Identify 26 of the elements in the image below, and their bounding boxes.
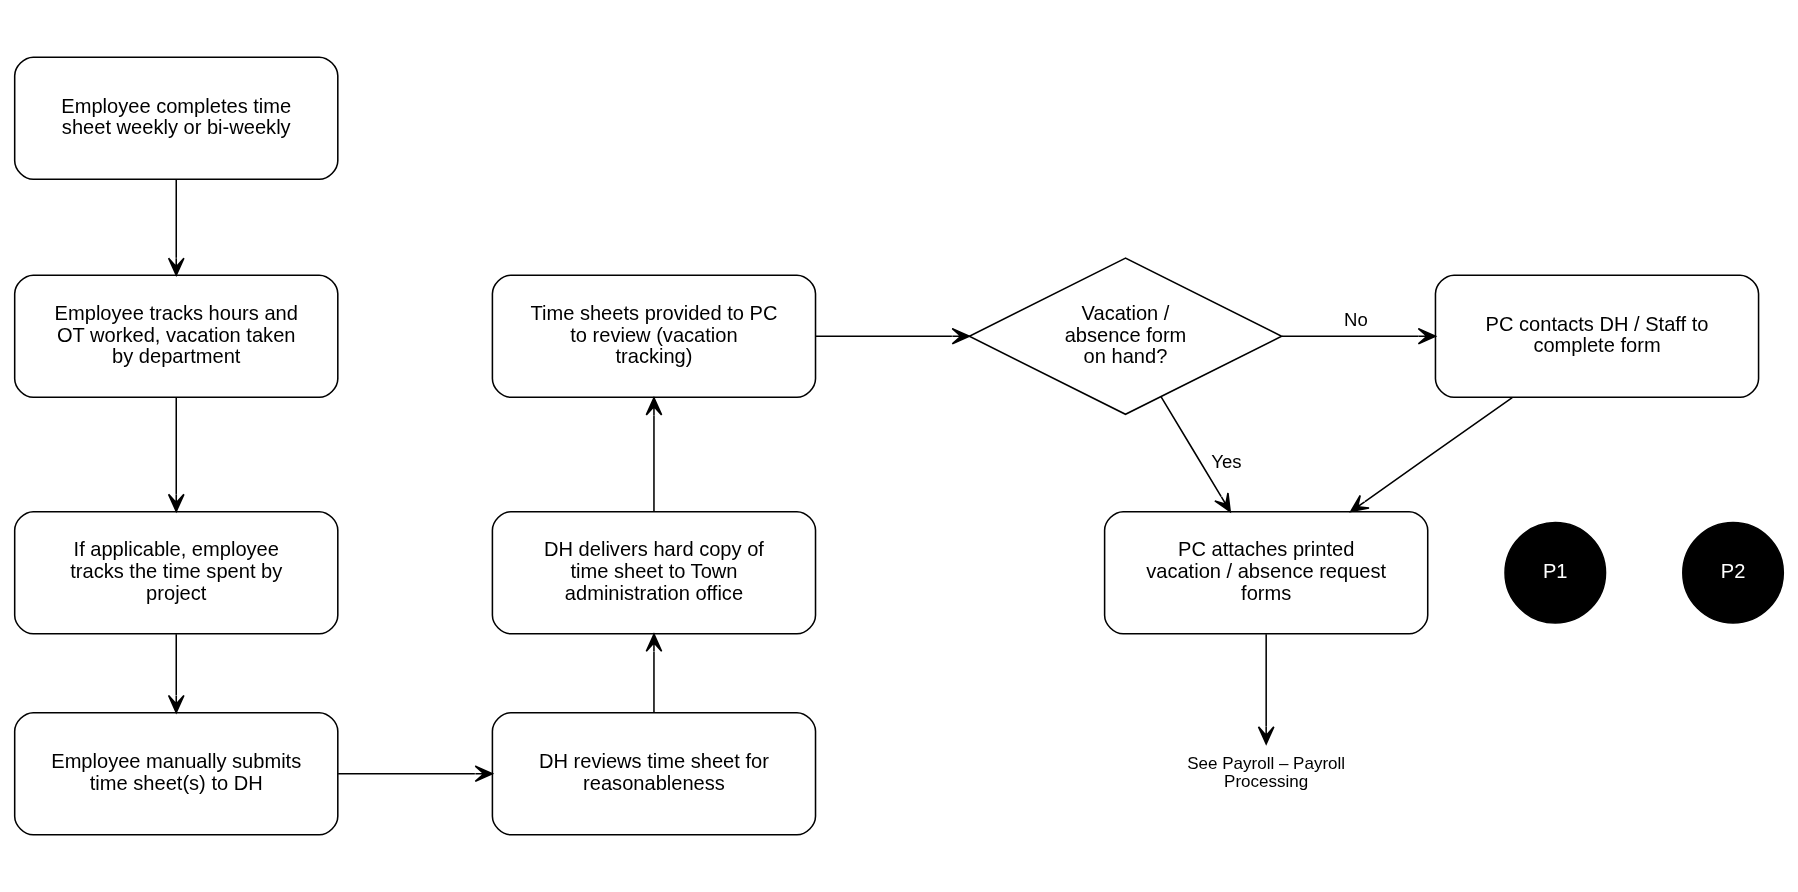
node-box: DH delivers hard copy of time sheet to Town administration office bbox=[491, 510, 817, 635]
node-diamond: Vacation / absence form on hand? bbox=[967, 257, 1284, 416]
arrow bbox=[167, 178, 185, 276]
arrow bbox=[167, 397, 185, 513]
node-box: PC attaches printed vacation / absence request forms bbox=[1103, 510, 1429, 635]
edge-label: No bbox=[1344, 309, 1368, 331]
arrow bbox=[1281, 327, 1437, 345]
node-box: Employee completes time sheet weekly or bi-weekly bbox=[13, 56, 339, 181]
arrow bbox=[645, 397, 663, 513]
node-box: If applicable, employee tracks the time spent by project bbox=[13, 510, 339, 635]
node-box: DH reviews time sheet for reasonableness bbox=[491, 711, 817, 836]
arrow bbox=[1349, 396, 1514, 513]
arrow bbox=[645, 633, 663, 714]
node-text: See Payroll – Payroll Processing bbox=[1187, 753, 1346, 792]
node-circle: P2 bbox=[1682, 521, 1785, 624]
arrow bbox=[814, 327, 971, 345]
arrow bbox=[1257, 633, 1275, 745]
node-box: Employee tracks hours and OT worked, vacation taken by department bbox=[13, 274, 339, 399]
node-box: PC contacts DH / Staff to complete form bbox=[1434, 274, 1760, 399]
arrow bbox=[1160, 395, 1231, 513]
edge-label: Yes bbox=[1211, 450, 1242, 472]
arrow bbox=[337, 765, 494, 783]
arrow bbox=[167, 633, 185, 714]
node-box: Employee manually submits time sheet(s) to DH bbox=[13, 711, 339, 836]
node-box: Time sheets provided to PC to review (vacation tracking) bbox=[491, 274, 817, 399]
node-circle: P1 bbox=[1504, 521, 1607, 624]
